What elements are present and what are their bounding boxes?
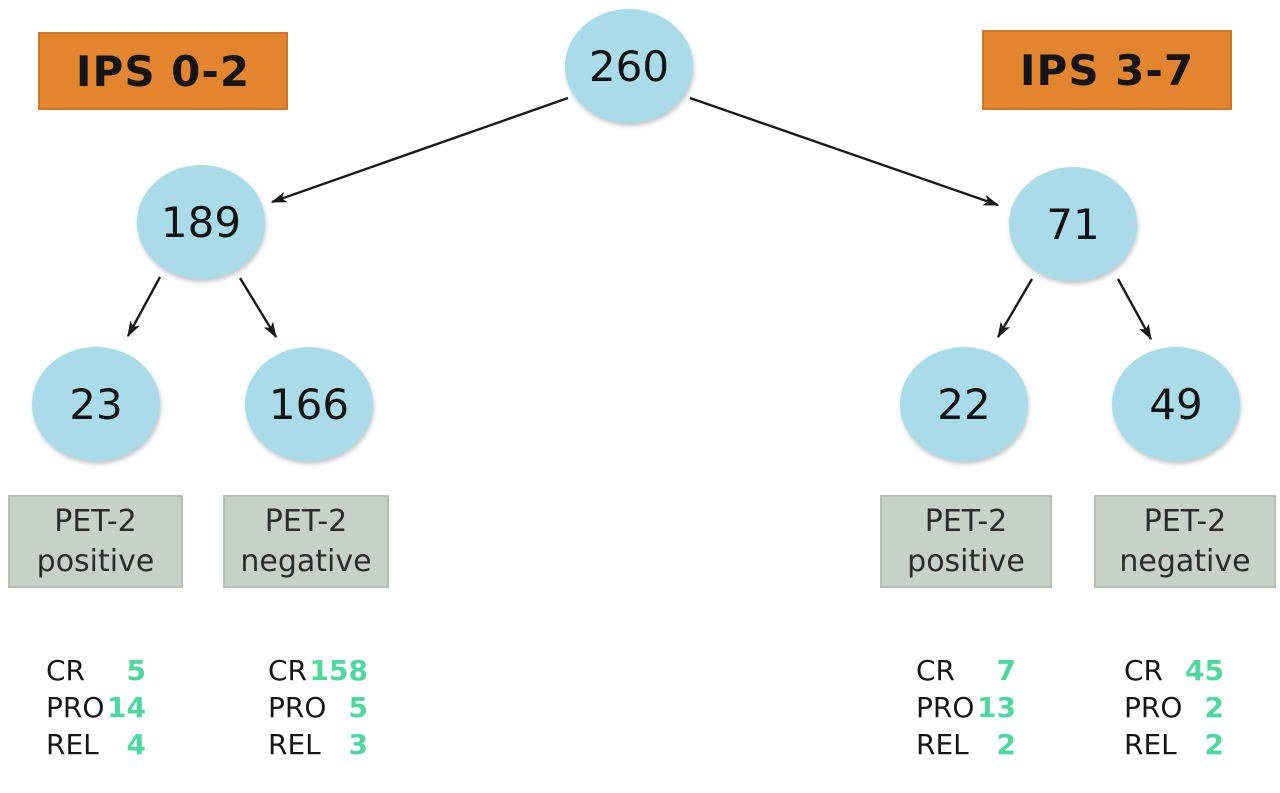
node-ips-low-count: 189	[137, 165, 265, 279]
arrow-total-to-ips-low	[270, 96, 569, 204]
arrow-ips-high-to-pet-negative	[1116, 278, 1153, 341]
stat-label: PRO	[268, 691, 327, 724]
stat-label: PRO	[1124, 691, 1183, 724]
stat-label: CR	[46, 654, 86, 687]
outcomes-low-positive: CR 5 PRO 14 REL 4	[46, 652, 146, 763]
arrow-total-to-ips-high	[689, 96, 1000, 207]
stat-value: 4	[126, 728, 146, 761]
stat-row: CR 5	[46, 652, 146, 689]
stat-label: REL	[46, 728, 99, 761]
stat-row: PRO 5	[268, 689, 368, 726]
stat-row: REL 2	[1124, 726, 1224, 763]
stat-label: PRO	[46, 691, 105, 724]
petbox-result: negative	[240, 543, 372, 579]
node-ips-high-count: 71	[1009, 167, 1137, 281]
petbox-high-positive: PET-2 positive	[880, 495, 1052, 588]
arrow-ips-low-to-pet-positive	[126, 276, 162, 338]
stat-row: PRO 13	[916, 689, 1016, 726]
stat-value: 5	[126, 654, 146, 687]
stat-value: 3	[348, 728, 368, 761]
stat-row: REL 2	[916, 726, 1016, 763]
stat-row: CR 7	[916, 652, 1016, 689]
badge-ips-0-2: IPS 0-2	[38, 32, 288, 110]
stat-label: REL	[268, 728, 321, 761]
petbox-title: PET-2	[924, 503, 1008, 539]
stat-label: REL	[916, 728, 969, 761]
stat-label: PRO	[916, 691, 975, 724]
stat-row: REL 4	[46, 726, 146, 763]
stat-label: CR	[1124, 654, 1164, 687]
stat-row: PRO 2	[1124, 689, 1224, 726]
stat-value: 2	[996, 728, 1016, 761]
petbox-title: PET-2	[54, 503, 137, 539]
node-low-pet-positive: 23	[32, 347, 160, 461]
stat-label: REL	[1124, 728, 1177, 761]
stat-value: 2	[1204, 728, 1224, 761]
stat-row: REL 3	[268, 726, 368, 763]
stat-value: 45	[1185, 654, 1224, 687]
petbox-result: positive	[907, 543, 1025, 579]
stat-label: CR	[916, 654, 956, 687]
stat-row: CR 158	[268, 652, 368, 689]
stat-value: 14	[107, 691, 146, 724]
petbox-title: PET-2	[1143, 503, 1227, 539]
node-low-pet-negative: 166	[245, 347, 373, 461]
badge-ips-3-7: IPS 3-7	[982, 30, 1232, 110]
petbox-low-negative: PET-2 negative	[223, 495, 389, 588]
arrow-ips-high-to-pet-positive	[996, 278, 1034, 339]
node-high-pet-positive: 22	[900, 347, 1028, 461]
stat-value: 158	[309, 654, 368, 687]
node-high-pet-negative: 49	[1112, 347, 1240, 461]
outcomes-low-negative: CR 158 PRO 5 REL 3	[268, 652, 368, 763]
node-total-patients: 260	[565, 9, 693, 123]
arrow-ips-low-to-pet-negative	[238, 277, 278, 339]
stat-value: 7	[996, 654, 1016, 687]
petbox-result: positive	[36, 543, 155, 579]
outcomes-high-negative: CR 45 PRO 2 REL 2	[1124, 652, 1224, 763]
petbox-result: negative	[1119, 543, 1251, 579]
petbox-high-negative: PET-2 negative	[1094, 495, 1276, 588]
petbox-title: PET-2	[264, 503, 348, 539]
stat-row: PRO 14	[46, 689, 146, 726]
petbox-low-positive: PET-2 positive	[8, 495, 183, 588]
stat-value: 5	[348, 691, 368, 724]
outcomes-high-positive: CR 7 PRO 13 REL 2	[916, 652, 1016, 763]
stat-value: 13	[977, 691, 1016, 724]
stat-value: 2	[1204, 691, 1224, 724]
stat-label: CR	[268, 654, 308, 687]
stat-row: CR 45	[1124, 652, 1224, 689]
